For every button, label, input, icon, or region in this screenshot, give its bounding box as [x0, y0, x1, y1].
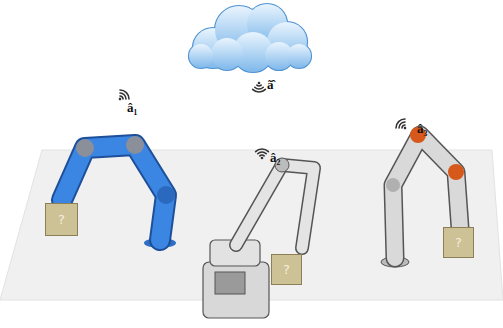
wifi-icon: [394, 117, 410, 133]
action-label: â₃: [417, 121, 427, 137]
wifi-icons: [115, 82, 411, 160]
object-box: ?: [443, 227, 474, 258]
action-label: â₁: [127, 100, 137, 116]
wifi-icon: [253, 82, 266, 92]
object-box: ?: [271, 254, 302, 285]
cloud-node: ã̂: [183, 0, 315, 98]
grey-robot-arm: [203, 158, 314, 318]
cloud-shape: [183, 0, 315, 74]
wifi-icon: [256, 149, 269, 159]
aggregate-label: ã̂: [267, 77, 274, 93]
blue-robot-arm: [62, 136, 176, 248]
unknown-mark: ?: [58, 212, 65, 227]
unknown-mark: ?: [455, 235, 462, 250]
object-box: ?: [45, 203, 78, 236]
action-label: â₂: [270, 150, 280, 166]
unknown-mark: ?: [283, 262, 290, 277]
